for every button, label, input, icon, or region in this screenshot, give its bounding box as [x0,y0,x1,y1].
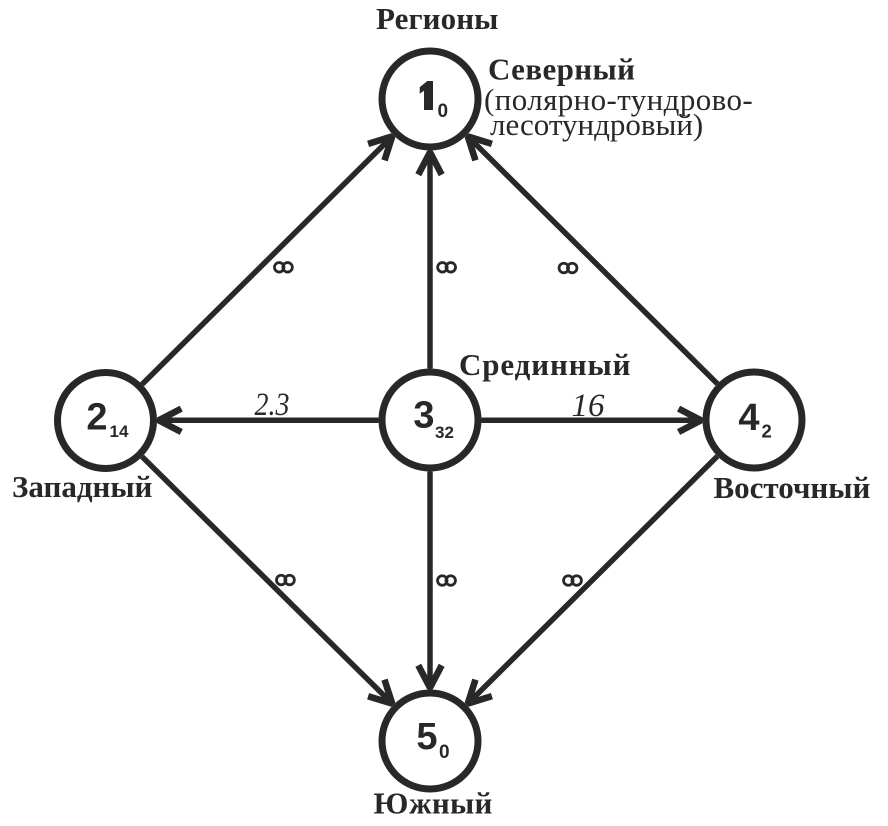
svg-text:(полярно-тундрово-: (полярно-тундрово- [484,82,753,117]
svg-text:32: 32 [435,423,454,442]
svg-text:5: 5 [416,716,437,758]
svg-text:16: 16 [572,388,606,424]
svg-text:2: 2 [86,397,107,439]
svg-text:Западный: Западный [12,469,153,504]
svg-text:0: 0 [439,742,450,763]
svg-text:Срединный: Срединный [459,347,631,382]
svg-text:Северный: Северный [488,52,635,87]
svg-text:Регионы: Регионы [376,1,499,36]
svg-text:Южный: Южный [374,786,493,821]
svg-text:0: 0 [438,101,449,122]
svg-text:4: 4 [738,397,759,439]
svg-text:3: 3 [413,395,434,437]
svg-text:14: 14 [110,422,129,441]
svg-text:2: 2 [762,421,772,442]
svg-text:Восточный: Восточный [714,470,871,505]
svg-text:2.3: 2.3 [255,387,290,423]
svg-text:лесотундровый): лесотундровый) [490,107,703,142]
